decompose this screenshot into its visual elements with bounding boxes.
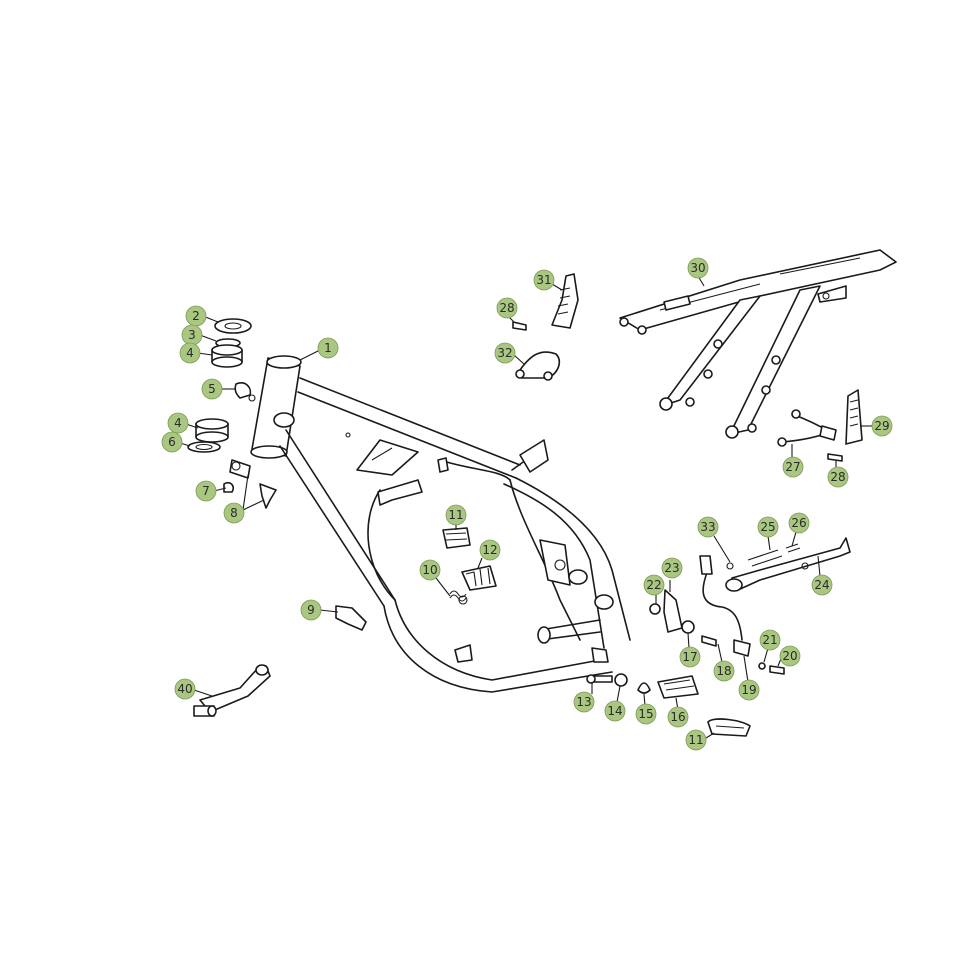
callout-15: 15 xyxy=(635,703,657,725)
callout-6: 6 xyxy=(161,431,183,453)
callout-4-bottom: 4 xyxy=(167,412,189,434)
svg-text:27: 27 xyxy=(785,460,800,474)
callout-29: 29 xyxy=(871,415,893,437)
svg-text:23: 23 xyxy=(664,561,679,575)
callout-32: 32 xyxy=(494,342,516,364)
callout-11-bottom: 11 xyxy=(685,729,707,751)
callout-12: 12 xyxy=(479,539,501,561)
callout-19: 19 xyxy=(738,679,760,701)
svg-text:8: 8 xyxy=(230,506,238,520)
svg-text:5: 5 xyxy=(208,382,216,396)
callout-11-top: 11 xyxy=(445,504,467,526)
callout-10: 10 xyxy=(419,559,441,581)
svg-text:24: 24 xyxy=(814,578,829,592)
svg-text:14: 14 xyxy=(607,704,622,718)
svg-text:4: 4 xyxy=(186,346,194,360)
callout-14: 14 xyxy=(604,700,626,722)
svg-text:6: 6 xyxy=(168,435,176,449)
svg-text:10: 10 xyxy=(422,563,437,577)
leader-lines xyxy=(179,275,873,739)
svg-text:30: 30 xyxy=(690,261,705,275)
callout-33: 33 xyxy=(697,516,719,538)
svg-text:20: 20 xyxy=(782,649,797,663)
callout-28-bottom: 28 xyxy=(827,466,849,488)
svg-text:17: 17 xyxy=(682,650,697,664)
callout-16: 16 xyxy=(667,706,689,728)
svg-text:13: 13 xyxy=(576,695,591,709)
svg-text:4: 4 xyxy=(174,416,182,430)
callout-31: 31 xyxy=(533,269,555,291)
callout-23: 23 xyxy=(661,557,683,579)
svg-text:28: 28 xyxy=(830,470,845,484)
svg-text:33: 33 xyxy=(700,520,715,534)
svg-text:22: 22 xyxy=(646,578,661,592)
callout-30: 30 xyxy=(687,257,709,279)
callout-25: 25 xyxy=(757,516,779,538)
gear-shift-lever xyxy=(193,664,271,717)
callout-3: 3 xyxy=(181,324,203,346)
svg-text:19: 19 xyxy=(741,683,756,697)
callout-26: 26 xyxy=(788,512,810,534)
callout-2: 2 xyxy=(185,305,207,327)
svg-text:12: 12 xyxy=(482,543,497,557)
svg-text:32: 32 xyxy=(497,346,512,360)
callouts: 1 2 3 4 5 4 6 7 8 9 10 11 12 13 14 15 16… xyxy=(161,257,893,751)
callout-5: 5 xyxy=(201,378,223,400)
svg-text:28: 28 xyxy=(499,301,514,315)
callout-8: 8 xyxy=(223,502,245,524)
callout-9: 9 xyxy=(300,599,322,621)
callout-20: 20 xyxy=(779,645,801,667)
svg-text:15: 15 xyxy=(638,707,653,721)
callout-24: 24 xyxy=(811,574,833,596)
callout-18: 18 xyxy=(713,660,735,682)
svg-text:2: 2 xyxy=(192,309,200,323)
callout-17: 17 xyxy=(679,646,701,668)
rear-subframe xyxy=(619,249,897,439)
side-stand-parts xyxy=(649,537,851,675)
svg-text:11: 11 xyxy=(688,733,703,747)
svg-text:26: 26 xyxy=(791,516,806,530)
svg-text:18: 18 xyxy=(716,664,731,678)
callout-40: 40 xyxy=(174,678,196,700)
footpeg-parts xyxy=(335,527,751,737)
svg-text:31: 31 xyxy=(536,273,551,287)
svg-text:29: 29 xyxy=(874,419,889,433)
callout-13: 13 xyxy=(573,691,595,713)
svg-text:16: 16 xyxy=(670,710,685,724)
svg-text:11: 11 xyxy=(448,508,463,522)
svg-text:1: 1 xyxy=(324,341,332,355)
callout-7: 7 xyxy=(195,480,217,502)
svg-text:25: 25 xyxy=(760,520,775,534)
callout-22: 22 xyxy=(643,574,665,596)
main-frame xyxy=(250,355,631,693)
svg-text:40: 40 xyxy=(177,682,192,696)
callout-21: 21 xyxy=(759,629,781,651)
callout-1: 1 xyxy=(317,337,339,359)
callout-28-top: 28 xyxy=(496,297,518,319)
svg-text:7: 7 xyxy=(202,484,210,498)
callout-27: 27 xyxy=(782,456,804,478)
callout-4-top: 4 xyxy=(179,342,201,364)
passenger-footpeg-parts xyxy=(512,273,863,462)
svg-text:3: 3 xyxy=(188,328,196,342)
svg-text:21: 21 xyxy=(762,633,777,647)
svg-text:9: 9 xyxy=(307,603,315,617)
